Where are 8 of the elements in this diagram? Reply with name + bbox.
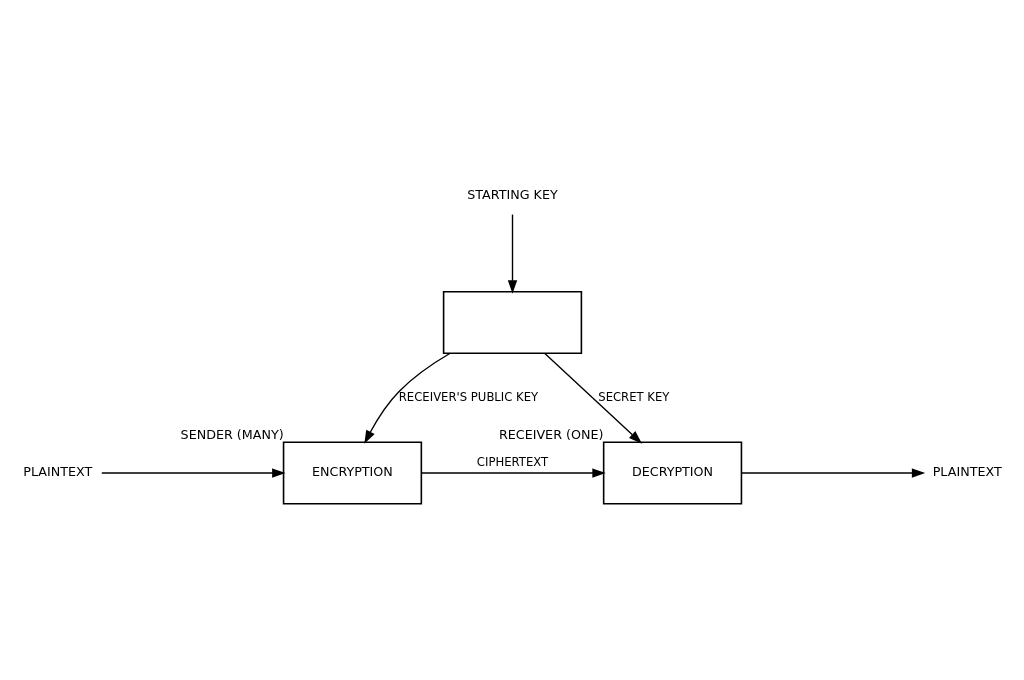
node-label: SENDER (MANY) xyxy=(180,426,284,442)
edge-label: SECRET KEY xyxy=(597,389,669,404)
edge-label: CIPHERTEXT xyxy=(476,455,548,470)
node-text: PLAINTEXT xyxy=(932,464,1002,480)
node-label: RECEIVER (ONE) xyxy=(498,426,603,442)
node-text: STARTING KEY xyxy=(466,186,558,202)
edge-label: RECEIVER'S PUBLIC KEY xyxy=(398,389,538,404)
node-text: PLAINTEXT xyxy=(22,464,92,480)
